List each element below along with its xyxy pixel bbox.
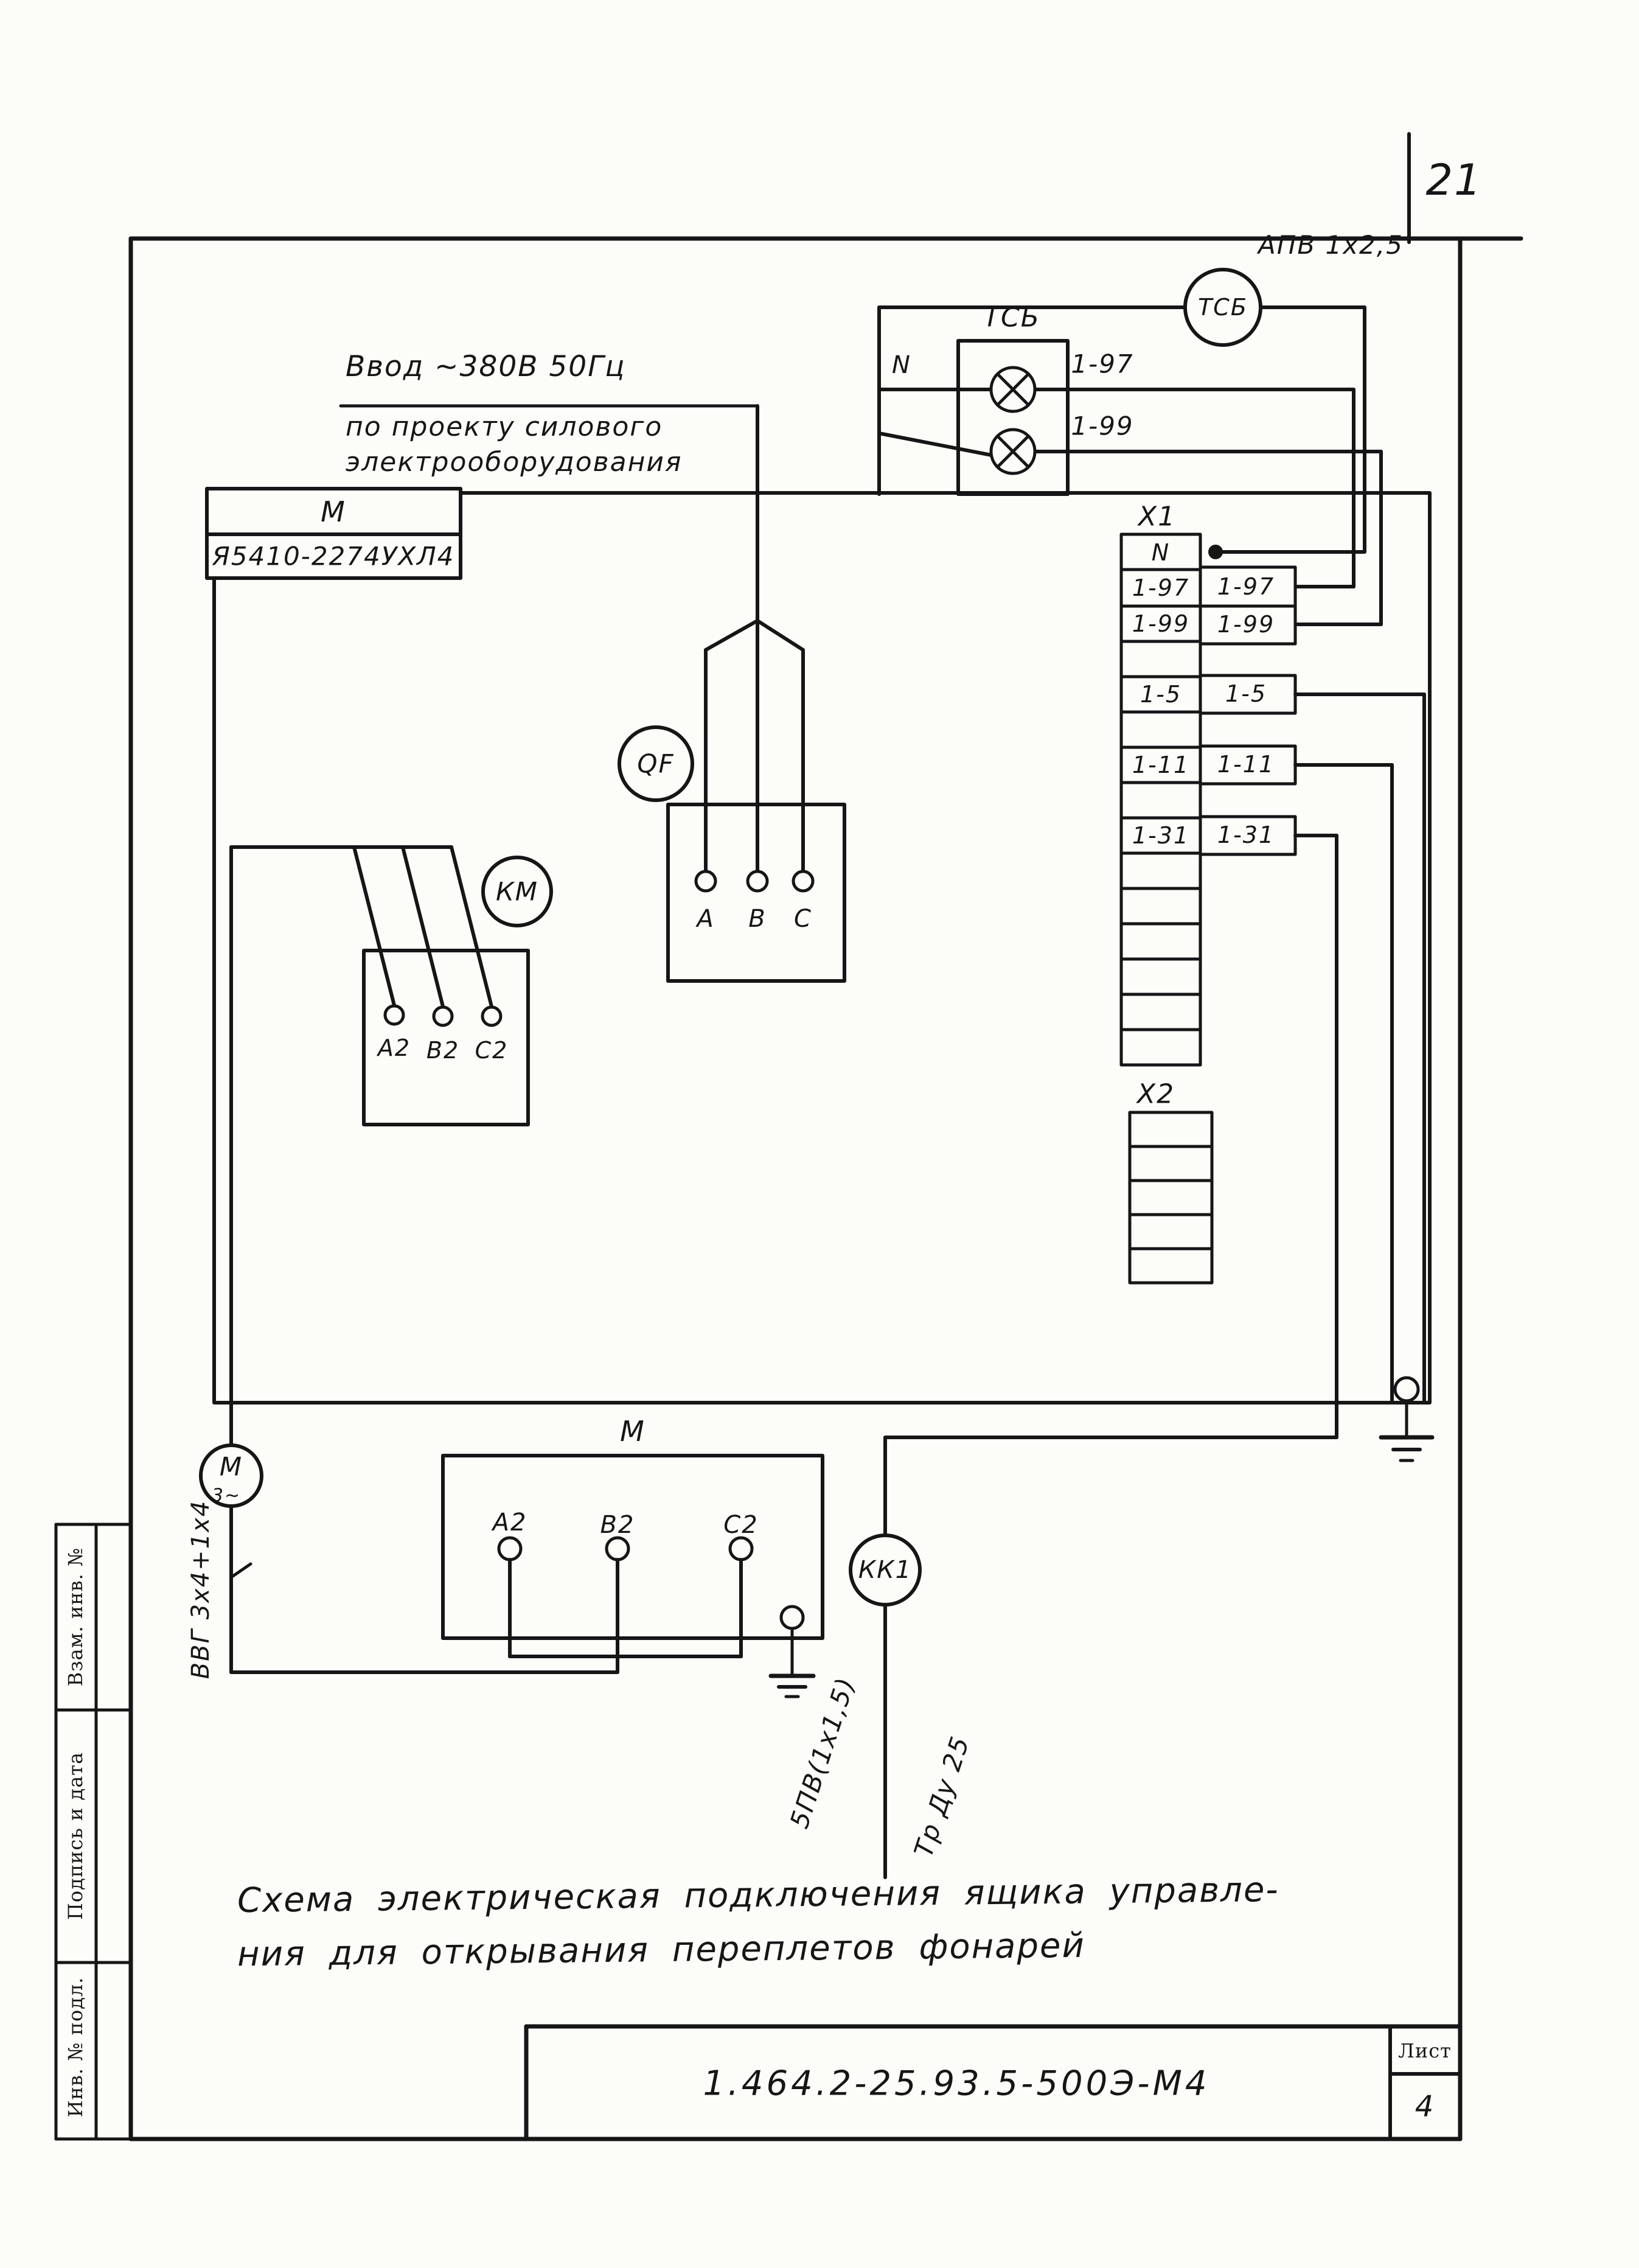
sheet-number: 4 xyxy=(1415,2090,1435,2124)
tsb-circle-label: ТСБ xyxy=(1198,294,1248,321)
x1-wire-tag: 1-5 xyxy=(1225,680,1267,707)
title-block xyxy=(524,2024,1463,2141)
x1-strip xyxy=(1119,532,1297,1067)
terminal-icon xyxy=(746,870,769,893)
kk1-group xyxy=(849,1534,922,1879)
motor-terminal-c2: С2 xyxy=(723,1511,759,1539)
terminal-icon xyxy=(383,1004,405,1026)
page-number: 21 xyxy=(1425,155,1483,205)
lamp-icon xyxy=(989,428,1037,475)
qf-terminal-b: В xyxy=(748,905,767,933)
qf-circle xyxy=(618,725,694,802)
qf-terminal-a: А xyxy=(697,905,715,933)
enclosure-outline xyxy=(212,491,1432,1404)
stamp-vzam-inv: Взам. инв. № xyxy=(64,1547,87,1687)
doc-number: 1.464.2-25.93.5-500Э-М4 xyxy=(703,2064,1210,2104)
stamp-column xyxy=(54,1523,133,2141)
tsb-box-label: ТСБ xyxy=(983,302,1040,333)
km-terminal-a2: А2 xyxy=(377,1035,411,1061)
terminal-icon xyxy=(481,1005,503,1027)
tsb-lamp-box xyxy=(956,339,1070,496)
kk1-label: КК1 xyxy=(858,1556,913,1584)
cabinet-type: Я5410-2274УХЛ4 xyxy=(212,541,455,571)
ground-icon xyxy=(768,1673,816,1698)
x1-wire-tag: 1-99 xyxy=(1217,611,1275,638)
x1-row-label: 1-31 xyxy=(1132,822,1190,849)
km-terminal-b2: В2 xyxy=(426,1037,460,1064)
stamp-inv-podl: Инв. № подл. xyxy=(64,1977,87,2118)
motor-box-label: М xyxy=(620,1415,646,1448)
x1-row-label: N xyxy=(1151,539,1171,566)
terminal-icon xyxy=(432,1005,454,1027)
qf-box xyxy=(666,803,846,983)
x1-row-label: 1-11 xyxy=(1132,752,1190,778)
terminal-icon xyxy=(779,1605,805,1630)
vvod-note-line1: Ввод ~380В 50Гц xyxy=(346,350,626,383)
x1-row-label: 1-97 xyxy=(1132,574,1190,601)
cabinet-label-box xyxy=(205,487,462,580)
km-terminal-c2: С2 xyxy=(475,1037,509,1064)
x1-wire-tag: 1-97 xyxy=(1217,573,1275,600)
motor-terminal-a2: А2 xyxy=(492,1509,527,1537)
cable-mark-tick xyxy=(229,1562,252,1579)
cabinet-name: М xyxy=(321,495,346,528)
cable-label-vvg: ВВГ 3х4+1х4 xyxy=(187,1499,215,1680)
x1-wire-tag: 1-11 xyxy=(1217,751,1275,778)
km-group xyxy=(229,845,553,1447)
feed-wires xyxy=(339,404,805,873)
junction-dot xyxy=(1208,545,1223,559)
x2-strip xyxy=(1128,1111,1214,1285)
neutral-label: N xyxy=(892,351,911,379)
x1-row-label: 1-99 xyxy=(1132,610,1190,637)
drawing-frame xyxy=(128,132,1523,2141)
lamp-icon xyxy=(989,366,1037,413)
vvod-note-line2: по проекту силового xyxy=(346,411,663,442)
x1-wire-tag: 1-31 xyxy=(1217,822,1275,848)
x1-tag-cell xyxy=(1199,565,1297,608)
motor-circle-label: М xyxy=(219,1451,243,1482)
vvod-note-line3: электрооборудования xyxy=(346,447,683,478)
motor-terminal-box xyxy=(441,1454,824,1640)
stamp-podpis-data: Подпись и дата xyxy=(64,1751,87,1921)
terminal-icon xyxy=(1393,1376,1420,1403)
motor-terminal-b2: В2 xyxy=(600,1511,635,1539)
outgoing-wires xyxy=(883,693,1426,1537)
qf-group xyxy=(618,725,846,983)
motor-circle xyxy=(199,1443,263,1508)
x1-tag-cell xyxy=(1199,674,1297,715)
tsb-device-circle xyxy=(1183,268,1262,347)
km-circle xyxy=(481,856,553,927)
km-label: КМ xyxy=(495,876,539,907)
terminal-icon xyxy=(792,870,815,893)
pe-ground xyxy=(1379,1376,1435,1462)
motor-group xyxy=(199,1443,824,1698)
wire-label-197: 1-97 xyxy=(1071,349,1134,379)
tsb-lamp-circuit xyxy=(877,268,1383,626)
x2-label: Х2 xyxy=(1136,1078,1175,1110)
x1-tag-cell xyxy=(1199,815,1297,856)
terminal-icon xyxy=(497,1536,523,1561)
cable-label-apv: АПВ 1х2,5 xyxy=(1258,230,1404,260)
x1-row-label: 1-5 xyxy=(1140,681,1182,708)
sheet-label: Лист xyxy=(1398,2039,1452,2062)
wire-label-199: 1-99 xyxy=(1071,411,1134,441)
qf-label: QF xyxy=(637,748,675,779)
terminal-icon xyxy=(694,870,717,893)
km-box xyxy=(362,949,530,1126)
motor-circle-phase: 3~ xyxy=(211,1485,242,1507)
x1-label: Х1 xyxy=(1138,501,1177,532)
qf-terminal-c: С xyxy=(794,905,812,933)
terminal-icon xyxy=(605,1536,630,1561)
ground-icon xyxy=(1379,1435,1435,1462)
terminal-icon xyxy=(728,1536,754,1561)
x1-tag-cell xyxy=(1199,604,1297,646)
